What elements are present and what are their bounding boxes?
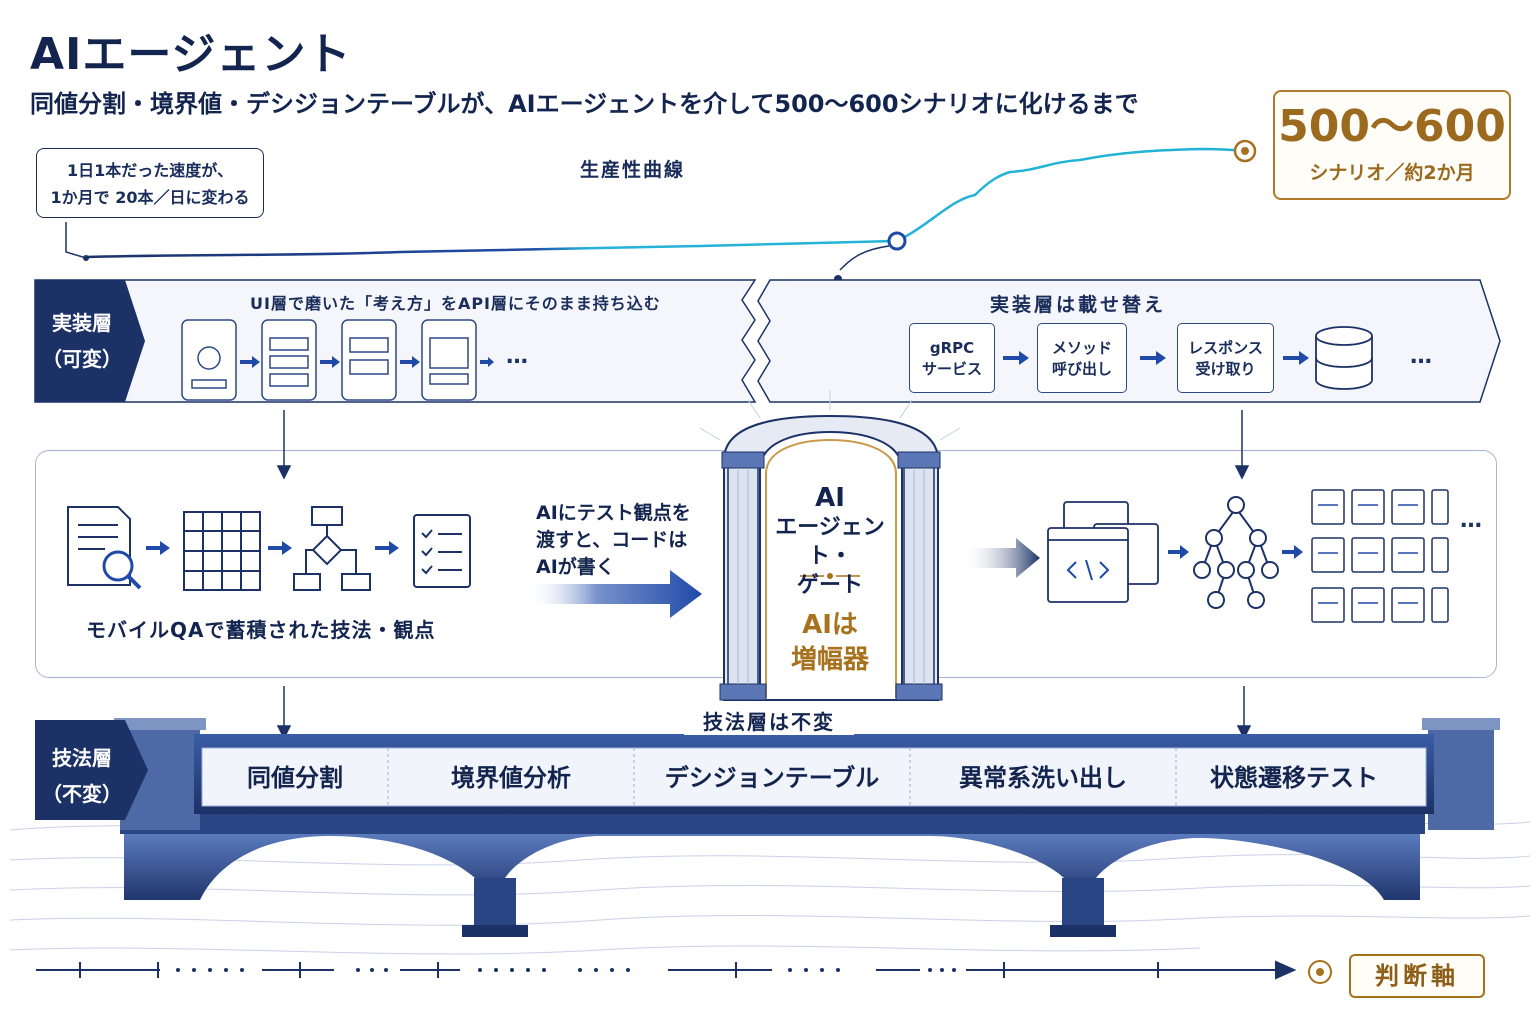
ai-note-line3: AIが書く [536, 556, 615, 578]
gate-sub-line2: 増幅器 [790, 645, 869, 675]
arrow-to-cards [1282, 545, 1303, 559]
big-arrow-out-of-gate [962, 538, 1040, 578]
tech-item-decision-table: デシジョンテーブル [664, 764, 880, 792]
tech-layer-label: 技法層は不変 [684, 706, 854, 735]
productivity-curve-label: 生産性曲線 [580, 159, 686, 181]
tech-layer-tag-line1: 技法層 [52, 746, 112, 770]
response-box: レスポンス 受け取り [1177, 323, 1274, 393]
api-flow-arrows [1003, 351, 1309, 365]
tech-tag-shape [35, 720, 148, 820]
tech-item-equivalence: 同値分割 [247, 764, 343, 792]
page-subtitle: 同値分割・境界値・デシジョンテーブルが、AIエージェントを介して500〜600シ… [30, 90, 1139, 118]
grpc-line2: サービス [921, 360, 982, 378]
tech-layer-tag-line2: （不変） [42, 782, 122, 806]
page-title: AIエージェント [30, 29, 352, 80]
table-grid-icon [183, 511, 261, 591]
arrow-to-tree [1168, 545, 1189, 559]
technique-caption: モバイルQAで蓄積された技法・観点 [86, 618, 436, 642]
gate-sub-line1: AIは [802, 610, 858, 640]
code-window-icon [1047, 501, 1159, 603]
scenario-ellipsis: … [1460, 508, 1482, 533]
scenario-card-lines [1318, 504, 1418, 604]
gate-title: AI エージェント・ ゲート [760, 484, 900, 600]
tree-icon [1193, 496, 1279, 609]
flowchart-icon [293, 506, 371, 591]
method-line2: 呼び出し [1051, 360, 1112, 378]
ai-gate [699, 390, 961, 701]
judgment-axis-label: 判断軸 [1349, 954, 1485, 998]
gate-subtitle: AIは 増幅器 [760, 608, 900, 678]
gate-title-line3: ゲート [796, 573, 863, 598]
result-scenario-count: 500〜600 [1278, 101, 1506, 152]
ai-note-line1: AIにテスト観点を [536, 502, 691, 524]
productivity-curve [65, 139, 1257, 283]
impl-right-title: 実装層は載せ替え [990, 294, 1167, 316]
phone-arrows [240, 356, 494, 368]
database-icon [1315, 326, 1373, 390]
grpc-line1: gRPC [929, 339, 975, 357]
tech-layer-tag: 技法層 （不変） [36, 740, 128, 812]
document-search-icon [67, 506, 142, 590]
method-line1: メソッド [1051, 339, 1112, 357]
scenario-cards [1311, 489, 1449, 623]
ai-note-line2: 渡すと、コードは [536, 529, 688, 551]
impl-left-title: UI層で磨いた「考え方」をAPI層にそのまま持ち込む [250, 294, 661, 313]
tech-item-state-transition: 状態遷移テスト [1210, 764, 1378, 792]
checklist-icon [413, 514, 471, 588]
axis-dots [176, 968, 956, 972]
speed-callout: 1日1本だった速度が、 1か月で 20本／日に変わる [36, 148, 264, 218]
bridge [114, 718, 1500, 937]
big-arrow-into-gate [526, 570, 702, 618]
phone-screens [181, 319, 477, 401]
impl-right-ellipsis: … [1410, 344, 1432, 369]
gate-title-line1: AI [815, 483, 845, 513]
speed-callout-line1: 1日1本だった速度が、 [67, 161, 233, 180]
speed-callout-line2: 1か月で 20本／日に変わる [50, 188, 250, 207]
ai-note: AIにテスト観点を 渡すと、コードは AIが書く [536, 500, 691, 581]
impl-left-ellipsis: … [506, 344, 528, 369]
grpc-service-box: gRPC サービス [909, 323, 995, 393]
method-call-box: メソッド 呼び出し [1037, 323, 1127, 393]
judgment-axis [36, 960, 1332, 984]
down-arrows [276, 410, 1252, 740]
result-box: 500〜600 シナリオ／約2か月 [1273, 90, 1511, 200]
impl-layer-tag: 実装層 （可変） [36, 305, 128, 377]
tech-item-error-cases: 異常系洗い出し [959, 764, 1127, 792]
mid-arrows [146, 541, 399, 555]
impl-layer-tag-line1: 実装層 [52, 311, 112, 335]
tech-item-boundary: 境界値分析 [451, 764, 571, 792]
response-line1: レスポンス [1188, 339, 1263, 357]
impl-layer-tag-line2: （可変） [42, 347, 122, 371]
response-line2: 受け取り [1195, 360, 1256, 378]
result-scenario-period: シナリオ／約2か月 [1309, 162, 1475, 184]
gate-title-line2: エージェント・ [775, 515, 885, 569]
